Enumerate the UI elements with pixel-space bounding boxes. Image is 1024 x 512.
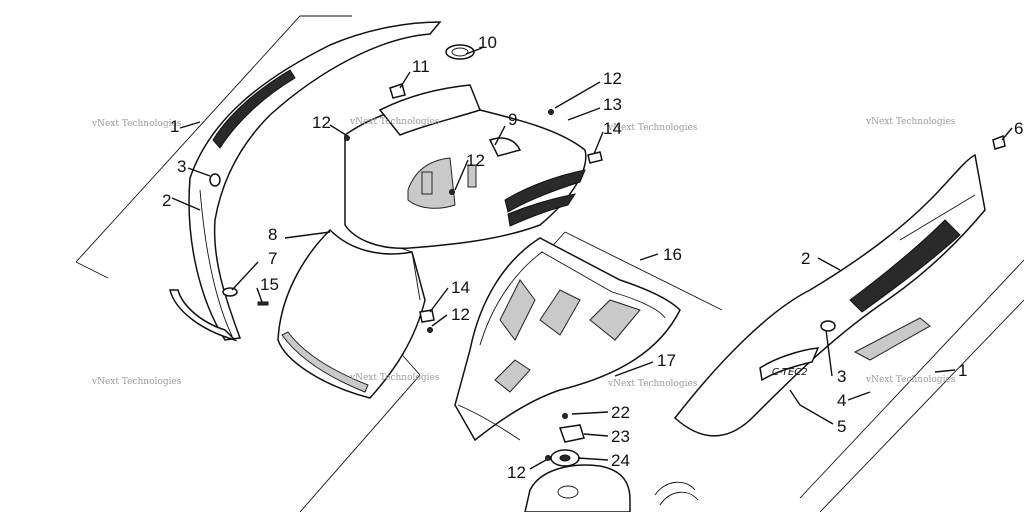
watermark: vNext Technologies [865, 375, 956, 385]
callout-14: 14 [451, 278, 470, 297]
under-pan [454, 237, 681, 442]
callout-3: 3 [837, 367, 846, 386]
watermark: vNext Technologies [607, 379, 698, 389]
callout-14: 14 [603, 119, 622, 138]
leader-lines [171, 47, 1013, 470]
callout-10: 10 [478, 33, 497, 52]
decal-text: C-TEC2 [772, 367, 808, 378]
callout-9: 9 [508, 110, 517, 129]
callout-8: 8 [268, 225, 277, 244]
left-side-panel [169, 21, 442, 342]
callout-24: 24 [611, 451, 630, 470]
callout-4: 4 [837, 391, 846, 410]
callout-labels: 1 3 2 8 7 15 10 11 12 9 12 12 13 14 16 1… [162, 33, 1023, 482]
fasteners [222, 109, 603, 461]
watermark: vNext Technologies [865, 117, 956, 127]
callout-3: 3 [177, 157, 186, 176]
callout-17: 17 [657, 351, 676, 370]
gauge-pod [378, 44, 522, 157]
watermark: vNext Technologies [91, 377, 182, 387]
callout-12: 12 [466, 151, 485, 170]
callout-12: 12 [603, 69, 622, 88]
callout-7: 7 [268, 249, 277, 268]
callout-1: 1 [170, 117, 179, 136]
callout-23: 23 [611, 427, 630, 446]
watermark: vNext Technologies [349, 373, 440, 383]
callout-5: 5 [837, 417, 846, 436]
callout-12: 12 [451, 305, 470, 324]
callout-12: 12 [507, 463, 526, 482]
callout-12: 12 [312, 113, 331, 132]
watermark: vNext Technologies [91, 119, 182, 129]
callout-2: 2 [162, 191, 171, 210]
callout-22: 22 [611, 403, 630, 422]
callout-2: 2 [801, 249, 810, 268]
watermark: vNext Technologies [607, 123, 698, 133]
callout-15: 15 [260, 275, 279, 294]
callout-11: 11 [412, 57, 430, 76]
watermark: vNext Technologies [349, 117, 440, 127]
hood-assembly [277, 89, 587, 399]
callout-13: 13 [603, 95, 622, 114]
callout-1: 1 [958, 361, 967, 380]
callout-16: 16 [663, 245, 682, 264]
right-side-panel: C-TEC2 [673, 134, 1006, 437]
callout-6: 6 [1014, 119, 1023, 138]
watermarks: vNext Technologies vNext Technologies vN… [91, 117, 956, 389]
